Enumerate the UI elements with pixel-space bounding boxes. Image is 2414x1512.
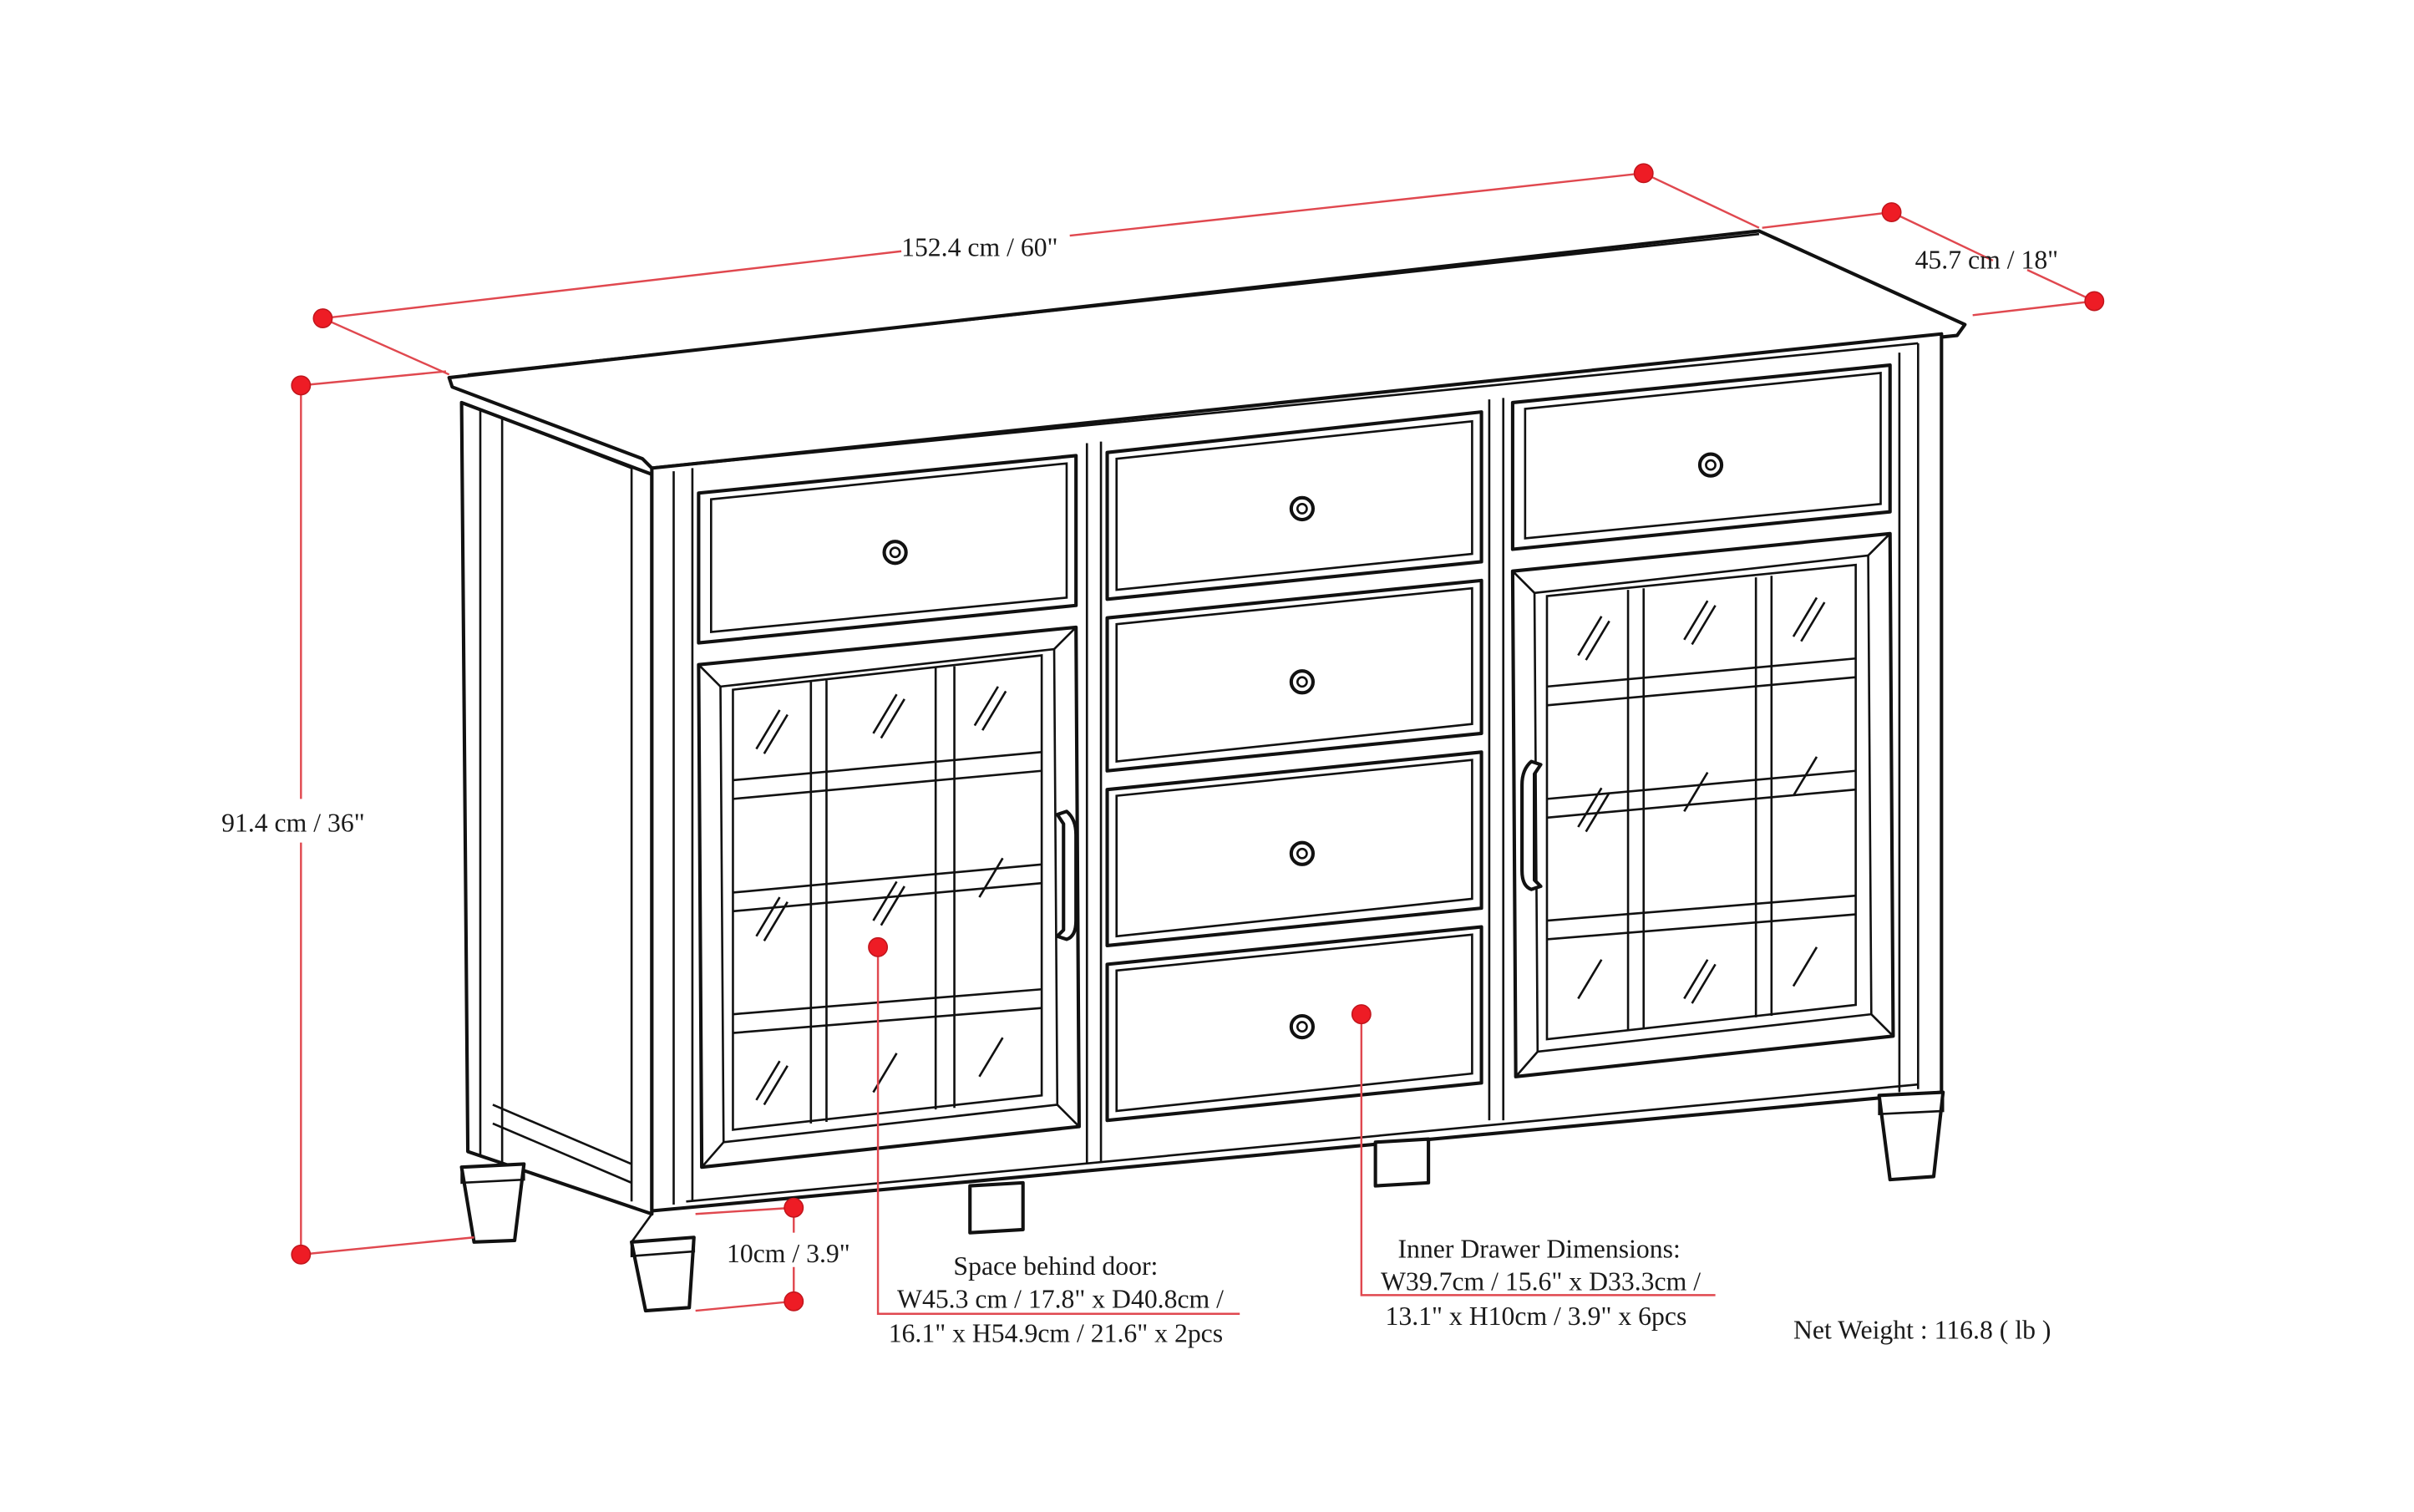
drawer-left-top (697, 454, 1078, 645)
dimension-lines (291, 163, 2105, 1315)
leg-marker-bottom (784, 1291, 804, 1312)
left-side-panel (459, 400, 654, 1216)
drawer-dim-title: Inner Drawer Dimensions: (1397, 1235, 1680, 1264)
drawer-dim-line1: W39.7cm / 15.6" x D33.3cm / (1381, 1267, 1701, 1296)
center-drawer-stack (1105, 410, 1483, 1123)
sideboard-drawing (447, 229, 1967, 1313)
leg-middle-front (968, 1180, 1025, 1235)
drawer-callout-marker (1351, 1004, 1372, 1025)
width-label: 152.4 cm / 60" (901, 232, 1057, 261)
leg-marker-top (784, 1197, 804, 1218)
leg-middle-back (1373, 1137, 1431, 1188)
height-marker-bottom (291, 1244, 312, 1265)
leg-clearance-label: 10cm / 3.9" (727, 1239, 850, 1268)
net-weight-label: Net Weight : 116.8 ( lb ) (1793, 1316, 2051, 1345)
depth-marker-bottom (2084, 291, 2105, 312)
leg-front-right (1877, 1090, 1945, 1182)
drawer-right-top (1510, 363, 1892, 551)
depth-label: 45.7 cm / 18" (1915, 245, 2059, 274)
leg-front-left (630, 1235, 696, 1313)
door-callout-marker (868, 936, 889, 957)
height-label: 91.4 cm / 36" (221, 809, 365, 838)
width-marker-right (1633, 163, 1654, 184)
width-marker-left (312, 308, 333, 329)
door-space-title: Space behind door: (953, 1251, 1158, 1281)
depth-marker-top (1881, 202, 1902, 222)
door-space-line2: 16.1" x H54.9cm / 21.6" x 2pcs (889, 1318, 1223, 1347)
height-marker-top (291, 375, 312, 396)
door-space-line1: W45.3 cm / 17.8" x D40.8cm / (897, 1284, 1224, 1313)
glass-door-right (1510, 531, 1895, 1078)
drawer-dim-line2: 13.1" x H10cm / 3.9" x 6pcs (1386, 1301, 1687, 1331)
glass-door-left (697, 625, 1081, 1170)
leg-back-left (459, 1162, 526, 1244)
